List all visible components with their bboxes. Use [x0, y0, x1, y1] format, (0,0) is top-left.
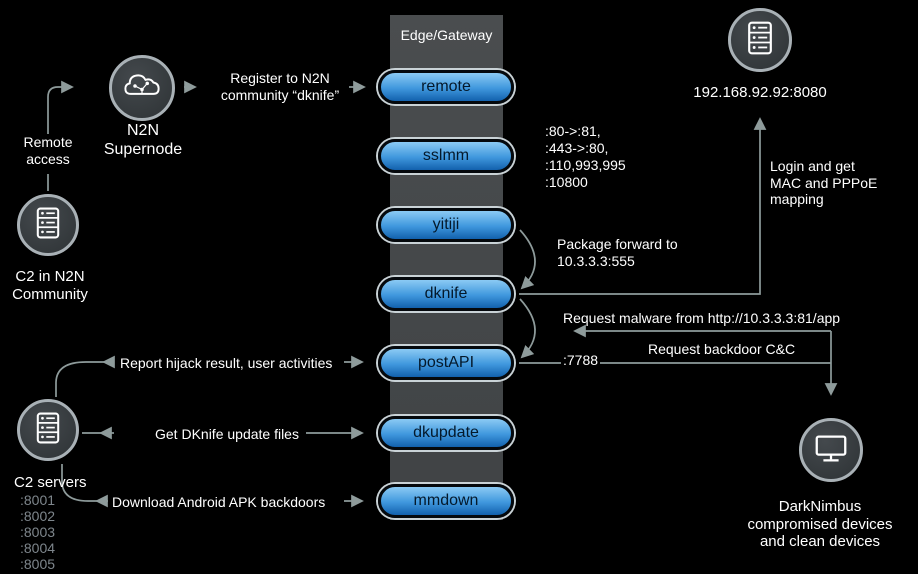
annotation-request-backdoor: Request backdoor C&C [648, 341, 796, 357]
module-pill-dkupdate: dkupdate [378, 416, 514, 450]
gateway-server-label: 192.168.92.92:8080 [693, 84, 827, 101]
server-icon [742, 20, 778, 61]
wire-yitiji-to-dknife-arc [519, 229, 536, 290]
annotation-register-n2n: Register to N2N community “dknife” [220, 70, 340, 103]
module-label: dkupdate [413, 424, 479, 441]
c2-servers-label: C2 servers [14, 474, 87, 491]
annotation-login-mapping: Login and get MAC and PPPoE mapping [770, 158, 878, 208]
wire-report-hijack-to-c2 [55, 361, 104, 397]
module-label: dknife [424, 285, 468, 302]
port-item: :8005 [20, 556, 56, 572]
annotation-report-hijack: Report hijack result, user activities [120, 355, 333, 371]
module-pill-dknife: dknife [378, 277, 514, 311]
port-item: :8004 [20, 540, 56, 556]
module-label: sslmm [422, 147, 470, 164]
monitor-icon [812, 429, 850, 472]
wire-remote-access-to-n2n [47, 80, 74, 134]
annotation-get-update: Get DKnife update files [155, 426, 299, 442]
remote-access-label: Remote access [23, 134, 73, 167]
annotation-postapi-port: :7788 [561, 352, 601, 369]
annotation-sslmm-ports: :80->:81, :443->:80, :110,993,995 :10800 [545, 123, 626, 190]
module-pill-mmdown: mmdown [378, 484, 514, 518]
c2-n2n-node [17, 194, 79, 256]
module-label: yitiji [432, 216, 460, 233]
c2-n2n-label: C2 in N2N Community [12, 268, 88, 303]
darknimbus-label: DarkNimbus compromised devices and clean… [747, 498, 893, 551]
darknimbus-node [799, 418, 863, 482]
gateway-server-node [728, 8, 792, 72]
annotation-download-apk: Download Android APK backdoors [112, 494, 326, 510]
annotation-request-malware: Request malware from http://10.3.3.3:81/… [563, 310, 841, 326]
module-pill-remote: remote [378, 70, 514, 104]
n2n-supernode-label: N2N Supernode [103, 122, 183, 158]
module-label: mmdown [413, 492, 479, 509]
c2-servers-node [17, 399, 79, 461]
module-label: postAPI [417, 354, 475, 371]
module-pill-sslmm: sslmm [378, 139, 514, 173]
module-pill-postapi: postAPI [378, 346, 514, 380]
cloud-circuit-icon [121, 68, 163, 109]
c2-servers-port-list: :8001 :8002 :8003 :8004 :8005 [20, 492, 55, 572]
port-item: :8002 [20, 508, 56, 524]
module-pill-yitiji: yitiji [378, 208, 514, 242]
module-label: remote [421, 78, 471, 95]
port-item: :8003 [20, 524, 56, 540]
n2n-supernode-node [109, 55, 175, 121]
server-icon [31, 411, 65, 450]
wire-dknife-to-postapi-arc [519, 298, 536, 359]
edge-gateway-title: Edge/Gateway [400, 27, 493, 43]
server-icon [31, 206, 65, 245]
annotation-package-forward: Package forward to 10.3.3.3:555 [557, 236, 678, 269]
port-item: :8001 [20, 492, 56, 508]
